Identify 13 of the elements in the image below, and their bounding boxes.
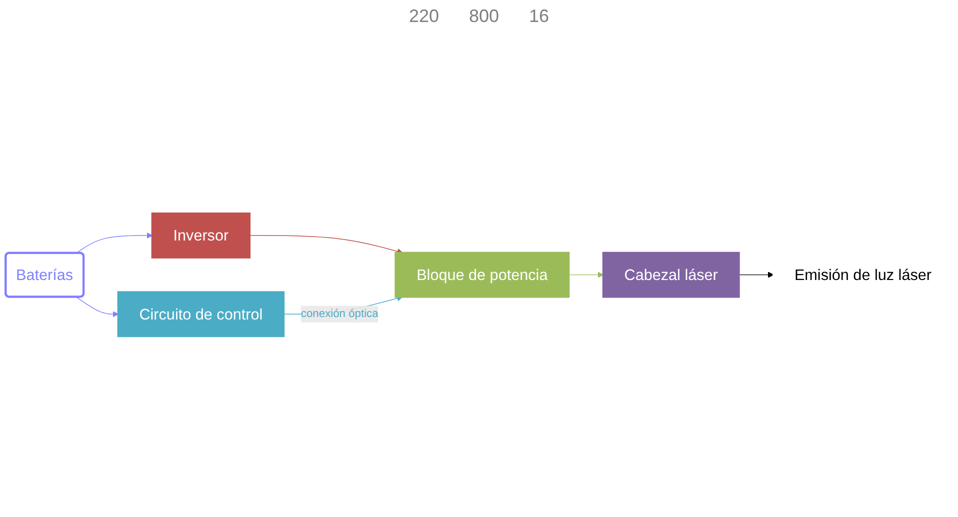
axis-value: 220: [408, 6, 439, 27]
arrow: [76, 296, 119, 318]
node-box: Circuito de control: [117, 291, 285, 338]
edge-label: conexión óptica: [300, 308, 378, 320]
node-box: Bloque de potencia: [394, 252, 570, 298]
node-box: Inversor: [151, 212, 251, 259]
arrow: [76, 232, 153, 254]
arrow: [568, 272, 604, 278]
axis-value: 800: [468, 6, 500, 27]
axis-value: 16: [529, 6, 550, 27]
arrow: [738, 272, 774, 278]
node-box: Cabezal láser: [602, 252, 740, 298]
node-text: Emisión de luz láser: [794, 266, 932, 284]
